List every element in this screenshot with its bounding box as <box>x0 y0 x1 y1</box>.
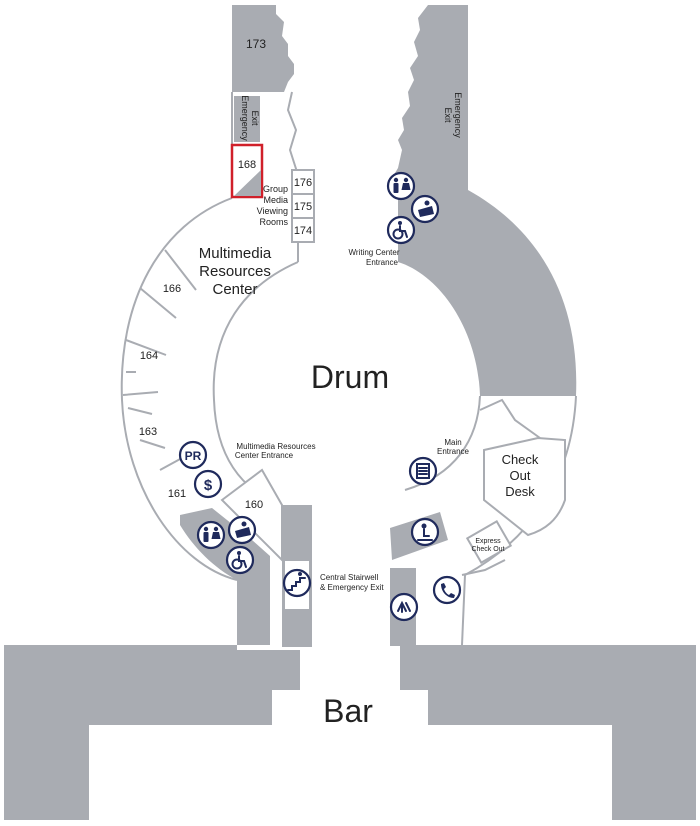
express-label-1: Express <box>475 538 501 545</box>
drum-label: Drum <box>311 359 389 395</box>
checkout-label-1: Check <box>502 452 539 467</box>
group-media-label-4: Rooms <box>259 217 288 227</box>
central-stairwell-label-1: Central Stairwell <box>320 573 378 582</box>
checkout-label-3: Desk <box>505 484 535 499</box>
dollar-icon-text: $ <box>204 477 213 494</box>
room-160-label: 160 <box>245 499 263 511</box>
mrc-label-2: Resources <box>199 263 271 280</box>
bar-building-block <box>4 645 300 820</box>
restroom-icon-left <box>196 520 226 550</box>
pr-icon: PR <box>178 440 208 470</box>
room-168-fill <box>234 170 261 196</box>
room-166-label: 166 <box>163 283 181 295</box>
group-media-label-3: Viewing <box>257 206 288 216</box>
express-label-2: Check Out <box>471 546 504 553</box>
room-174-label: 174 <box>294 225 312 237</box>
mrc-entrance-label-1: Multimedia Resources <box>236 442 315 451</box>
checkout-desk-outline <box>483 436 566 537</box>
phone-icon <box>432 575 462 605</box>
partitions-right <box>461 398 541 576</box>
checkout-label-2: Out <box>510 468 531 483</box>
room-173-label: 173 <box>246 37 266 51</box>
writing-center-label-2: Entrance <box>366 258 399 267</box>
restroom-icon <box>386 171 416 201</box>
right-building-mass <box>392 5 577 396</box>
room-168-label: 168 <box>238 159 256 171</box>
stairs-icon <box>282 568 312 598</box>
group-media-label-2: Media <box>263 195 288 205</box>
baby-changing-icon <box>410 194 440 224</box>
room-175-label: 175 <box>294 201 312 213</box>
central-stairwell-label-2: & Emergency Exit <box>320 583 384 592</box>
room-160-outline <box>220 468 283 563</box>
mrc-entrance-label-2: Center Entrance <box>235 451 294 460</box>
room-176-label: 176 <box>294 177 312 189</box>
accessible-icon-left <box>225 545 255 575</box>
express-checkout-box <box>465 520 513 564</box>
main-entrance-label-2: Entrance <box>437 447 470 456</box>
room-163-label: 163 <box>139 426 157 438</box>
room-161-label: 161 <box>168 488 186 500</box>
room-164-label: 164 <box>140 350 158 362</box>
emergency-exit-left-box <box>234 96 260 142</box>
emergency-exit-left-label-1: Emergency <box>240 95 250 141</box>
writing-center-label-1: Writing Center <box>349 248 400 257</box>
elevator-icon <box>389 592 419 622</box>
bar-label: Bar <box>323 693 373 729</box>
mrc-label-1: Multimedia <box>199 245 272 262</box>
ring-outer-left <box>120 197 238 581</box>
computer-user-icon <box>410 517 440 547</box>
copier-icon <box>408 456 438 486</box>
group-media-label-1: Group <box>263 184 288 194</box>
dollar-icon: $ <box>193 469 223 499</box>
mrc-label-3: Center <box>212 281 257 298</box>
partitions-left <box>122 249 197 471</box>
emergency-exit-right-label-2: Exit <box>443 107 453 123</box>
main-entrance-label-1: Main <box>444 438 461 447</box>
baby-changing-icon-left <box>227 515 257 545</box>
accessible-icon <box>386 215 416 245</box>
ring-inner-left <box>212 261 299 506</box>
emergency-exit-right-label-1: Emergency <box>453 92 463 138</box>
room-173-block <box>232 5 294 92</box>
pr-icon-text: PR <box>185 449 202 463</box>
room-174-box <box>291 217 315 243</box>
bar-building-block-right <box>400 645 696 820</box>
emergency-exit-left-label-2: Exit <box>250 110 260 126</box>
